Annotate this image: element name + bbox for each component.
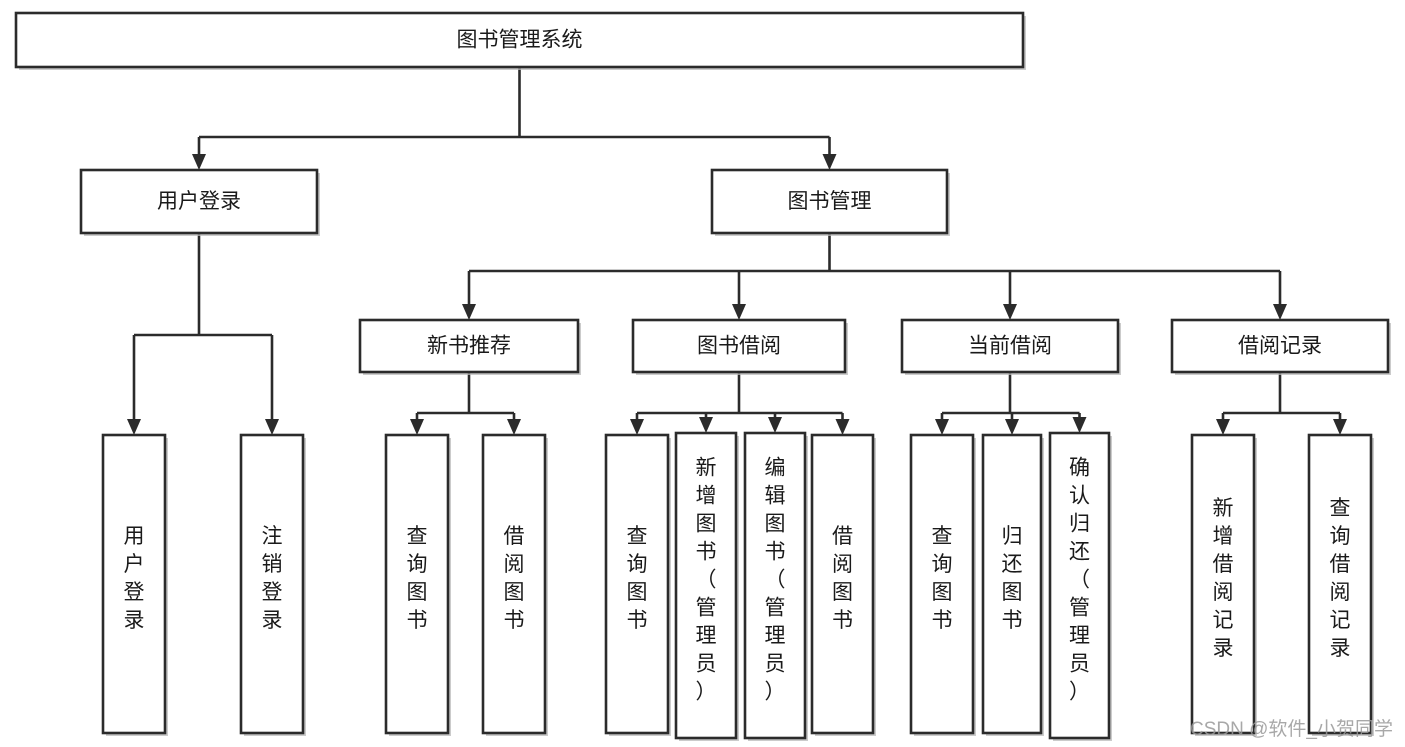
node-leaf-user-logout[interactable]: 注销登录 [239, 433, 306, 736]
node-label: 借阅图书 [504, 525, 525, 632]
node-label: 图书管理 [788, 190, 872, 213]
node-box-rect [79, 168, 319, 235]
arrow-head-icon [1216, 419, 1230, 435]
arrow-head-icon [127, 419, 141, 435]
arrow-head-icon [822, 154, 837, 170]
node-leaf-user-login[interactable]: 用户登录 [101, 433, 168, 736]
node-label: 用户登录 [157, 190, 241, 213]
arrow-head-icon [1003, 304, 1017, 320]
node-box-rect [14, 11, 1025, 69]
node-label: 新增图书（管理员） [696, 457, 717, 704]
node-label: 注销登录 [262, 525, 283, 632]
node-leaf-add-record[interactable]: 新增借阅记录 [1190, 433, 1257, 736]
node-box-rect [981, 433, 1043, 735]
node-book-borrow[interactable]: 图书借阅 [631, 318, 848, 375]
arrow-head-icon [1273, 304, 1287, 320]
node-new-book-recommend[interactable]: 新书推荐 [358, 318, 581, 375]
node-box-rect [1190, 433, 1256, 735]
node-box-rect [239, 433, 305, 735]
node-leaf-confirm-return[interactable]: 确认归还（管理员） [1048, 431, 1112, 741]
arrow-head-icon [507, 419, 521, 435]
node-box-rect [1307, 433, 1373, 735]
node-current-borrow[interactable]: 当前借阅 [900, 318, 1121, 375]
node-box-rect [810, 433, 875, 735]
node-label: 当前借阅 [968, 335, 1052, 358]
node-user-login[interactable]: 用户登录 [79, 168, 320, 236]
node-box-rect [710, 168, 949, 235]
connector-lines [127, 67, 1347, 435]
node-label: 图书借阅 [697, 335, 781, 358]
node-box-rect [1048, 431, 1111, 740]
node-label: 查询图书 [627, 525, 648, 632]
node-root-book-management-system[interactable]: 图书管理系统 [14, 11, 1026, 70]
node-leaf-edit-book[interactable]: 编辑图书（管理员） [743, 431, 808, 741]
node-box-rect [384, 433, 450, 735]
node-box-rect [101, 433, 167, 735]
node-box-rect [358, 318, 580, 374]
node-label: 新书推荐 [427, 335, 511, 358]
node-box-rect [674, 431, 738, 740]
arrow-head-icon [1072, 417, 1087, 433]
node-label: 图书管理系统 [457, 29, 583, 52]
arrow-head-icon [1005, 419, 1019, 435]
arrow-head-icon [935, 419, 949, 435]
node-box-rect [631, 318, 847, 374]
node-leaf-return-book[interactable]: 归还图书 [981, 433, 1044, 736]
node-box-rect [743, 431, 807, 740]
node-book-management[interactable]: 图书管理 [710, 168, 950, 236]
node-leaf-query-book-1[interactable]: 查询图书 [384, 433, 451, 736]
node-box-rect [604, 433, 670, 735]
node-label: 新增借阅记录 [1213, 497, 1234, 660]
node-leaf-query-record[interactable]: 查询借阅记录 [1307, 433, 1374, 736]
node-box-rect [481, 433, 547, 735]
node-leaf-query-book-3[interactable]: 查询图书 [909, 433, 976, 736]
arrow-head-icon [768, 417, 782, 433]
node-box-rect [900, 318, 1120, 374]
node-leaf-borrow-book-1[interactable]: 借阅图书 [481, 433, 548, 736]
node-label: 借阅图书 [832, 525, 853, 632]
node-label: 用户登录 [124, 525, 145, 632]
node-box-rect [1170, 318, 1390, 374]
node-label: 查询图书 [407, 525, 428, 632]
node-leaf-borrow-book-2[interactable]: 借阅图书 [810, 433, 876, 736]
node-label: 查询图书 [932, 525, 953, 632]
node-label: 归还图书 [1002, 525, 1023, 632]
arrow-head-icon [462, 304, 476, 320]
arrow-head-icon [192, 154, 206, 170]
node-label: 借阅记录 [1238, 335, 1322, 358]
node-label: 查询借阅记录 [1330, 497, 1351, 660]
arrow-head-icon [265, 419, 279, 435]
arrow-head-icon [835, 419, 850, 435]
node-label: 确认归还（管理员） [1069, 457, 1090, 704]
node-leaf-query-book-2[interactable]: 查询图书 [604, 433, 671, 736]
node-borrow-record[interactable]: 借阅记录 [1170, 318, 1391, 375]
node-label: 编辑图书（管理员） [765, 457, 786, 704]
arrow-head-icon [699, 417, 713, 433]
node-box-rect [909, 433, 975, 735]
arrow-head-icon [732, 304, 746, 320]
node-leaf-add-book[interactable]: 新增图书（管理员） [674, 431, 739, 741]
node-boxes: 图书管理系统用户登录图书管理新书推荐图书借阅当前借阅借阅记录用户登录注销登录查询… [14, 11, 1391, 741]
arrow-head-icon [1333, 419, 1347, 435]
arrow-head-icon [630, 419, 644, 435]
arrow-head-icon [410, 419, 424, 435]
